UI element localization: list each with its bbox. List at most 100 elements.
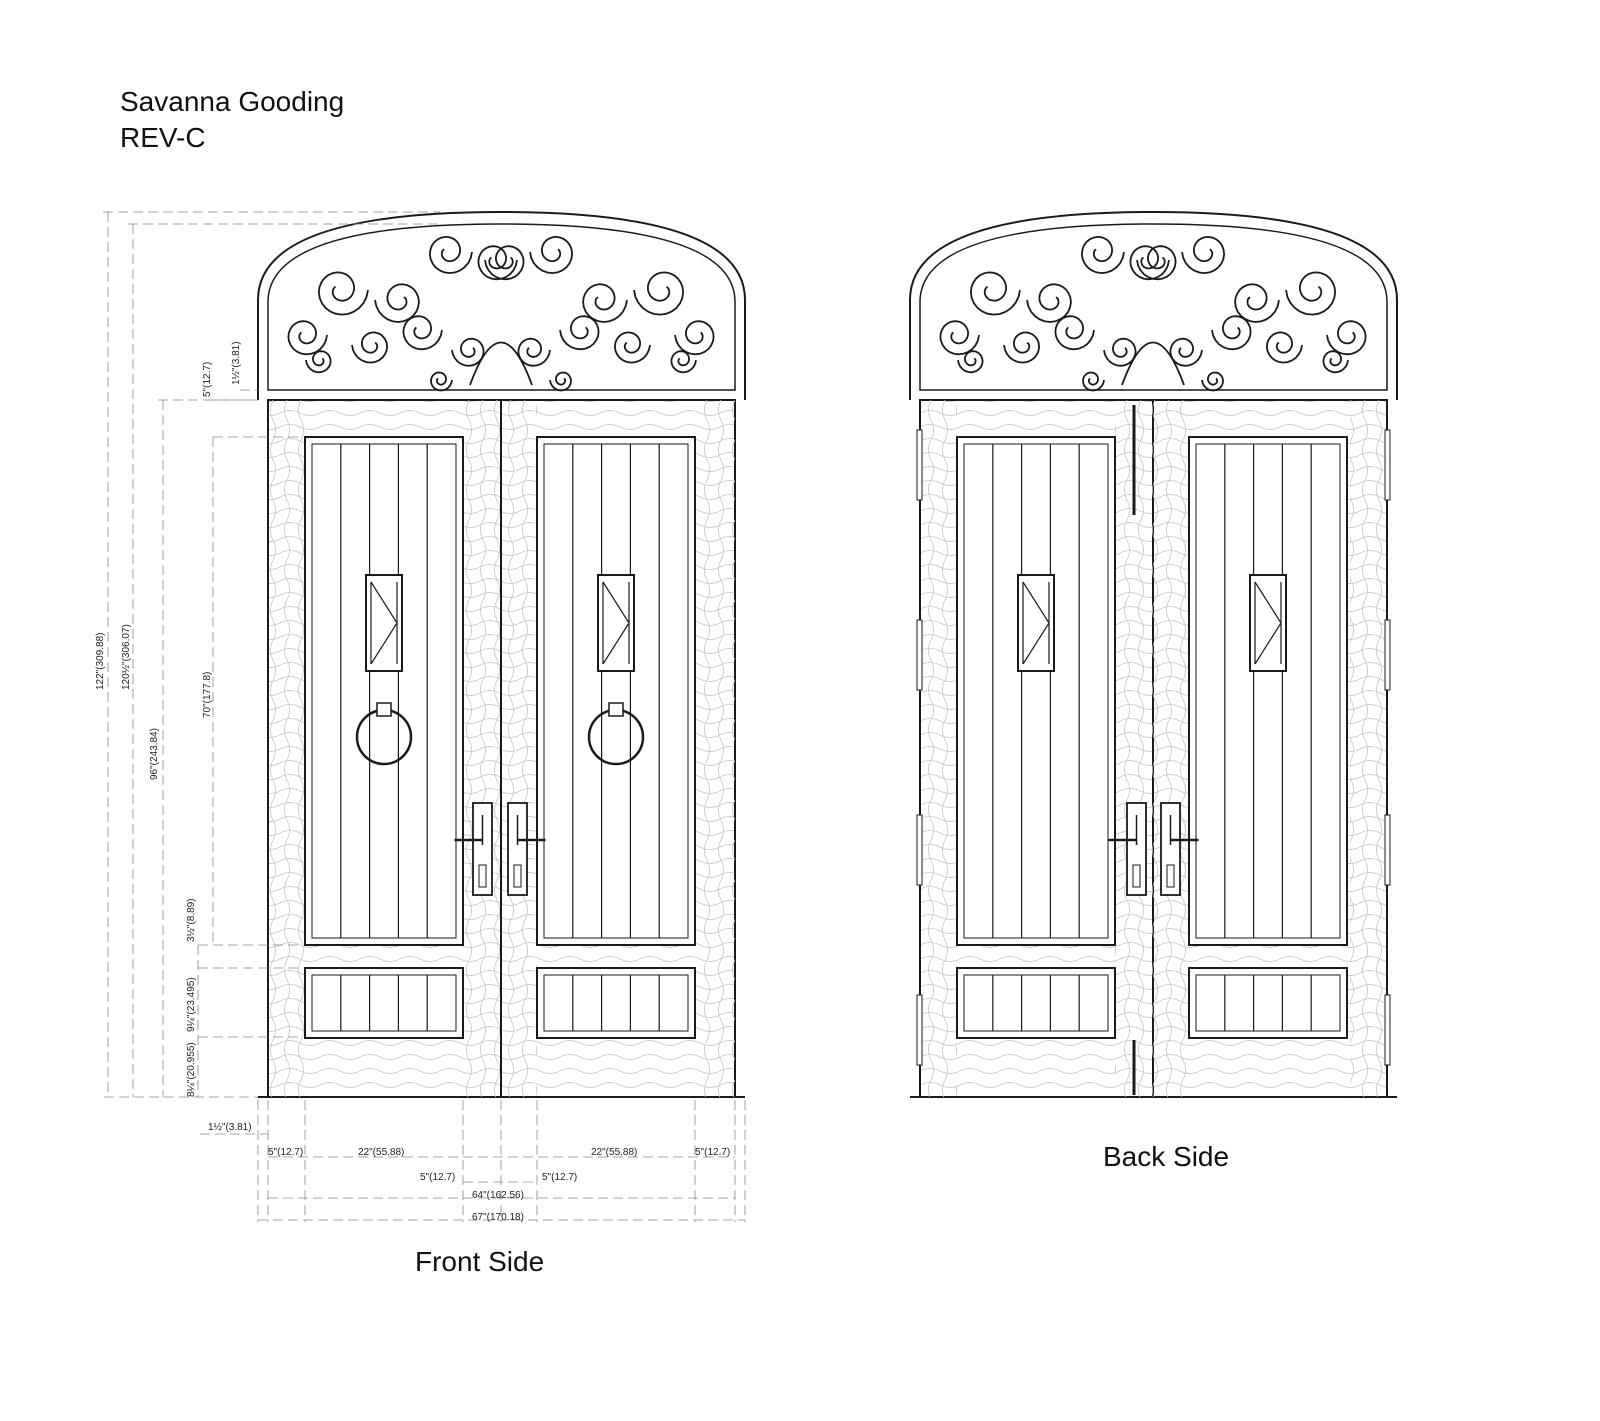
dim-right-center-stile: 5"(12.7) bbox=[542, 1172, 577, 1183]
revision-label: REV-C bbox=[120, 122, 206, 153]
scroll-spiral bbox=[451, 337, 485, 367]
upper-panel bbox=[304, 436, 464, 946]
scroll-spiral bbox=[549, 371, 572, 392]
scroll-spiral bbox=[582, 283, 628, 323]
scroll-spiral bbox=[374, 283, 420, 323]
lower-panel-inset bbox=[963, 974, 1109, 1032]
transom-frame bbox=[919, 223, 1388, 391]
hinge bbox=[1384, 814, 1391, 886]
scroll-spiral bbox=[1136, 245, 1177, 281]
lower-panel bbox=[956, 967, 1116, 1039]
stile bbox=[1115, 400, 1189, 1097]
back-side-caption: Back Side bbox=[1103, 1141, 1229, 1172]
stile bbox=[920, 400, 957, 1097]
scroll-spiral bbox=[1285, 271, 1337, 316]
hinge bbox=[916, 814, 923, 886]
keyhole bbox=[1166, 864, 1175, 888]
speakeasy-grille bbox=[1249, 574, 1287, 672]
dim-left-stile: 5"(12.7) bbox=[268, 1147, 303, 1158]
scroll-spiral bbox=[402, 315, 443, 351]
knocker-mount bbox=[376, 702, 392, 717]
dim-overall-height: 122"(309.88) bbox=[95, 633, 106, 690]
stile bbox=[698, 400, 735, 1097]
scroll-spiral bbox=[957, 350, 984, 374]
scroll-spiral bbox=[430, 371, 453, 392]
handle-plate bbox=[472, 802, 493, 896]
grille-bars bbox=[1022, 581, 1050, 665]
lower-panel-inset bbox=[311, 974, 457, 1032]
scroll-center bbox=[469, 341, 533, 386]
hinge bbox=[1384, 994, 1391, 1066]
lower-panel bbox=[304, 967, 464, 1039]
lower-panel bbox=[1188, 967, 1348, 1039]
dim-frame-width: 1½"(3.81) bbox=[208, 1122, 252, 1133]
scroll-spiral bbox=[305, 350, 332, 374]
scroll-spiral bbox=[317, 271, 369, 316]
scroll-spiral bbox=[529, 235, 574, 275]
scroll-spiral bbox=[1080, 235, 1125, 275]
lower-panel-inset bbox=[1195, 974, 1341, 1032]
dim-door-height: 96"(243.84) bbox=[149, 728, 160, 780]
scroll-spiral bbox=[1103, 337, 1137, 367]
scroll-spiral bbox=[1201, 371, 1224, 392]
hinge bbox=[1384, 619, 1391, 691]
scroll-spiral bbox=[517, 337, 551, 367]
hinge bbox=[916, 429, 923, 501]
hinge bbox=[916, 994, 923, 1066]
speakeasy-grille bbox=[1017, 574, 1055, 672]
dim-top-rail: 5"(12.7) bbox=[202, 362, 213, 397]
scroll-spiral bbox=[1026, 283, 1072, 323]
client-name: Savanna Gooding bbox=[120, 86, 345, 117]
scroll-spiral bbox=[1054, 315, 1095, 351]
hinge bbox=[1384, 429, 1391, 501]
dim-mid-gap: 3½"(8.89) bbox=[186, 898, 197, 942]
scroll-spiral bbox=[969, 271, 1021, 316]
knocker-mount bbox=[608, 702, 624, 717]
upper-panel bbox=[536, 436, 696, 946]
hinge bbox=[916, 619, 923, 691]
upper-panel-inset bbox=[1195, 443, 1341, 939]
dim-overall-width: 67"(170.18) bbox=[472, 1212, 524, 1223]
grille-bars bbox=[1254, 581, 1282, 665]
front-side-caption: Front Side bbox=[415, 1246, 544, 1277]
grille-bars bbox=[370, 581, 398, 665]
dim-bottom-rail: 8¼"(20.955) bbox=[185, 1042, 197, 1097]
scroll-spiral bbox=[428, 235, 473, 275]
scroll-spiral bbox=[1003, 331, 1041, 364]
handle-plate bbox=[1126, 802, 1147, 896]
upper-panel bbox=[1188, 436, 1348, 946]
dim-arch-height: 120½"(306.07) bbox=[121, 624, 132, 690]
scroll-spiral bbox=[613, 331, 651, 364]
stile bbox=[268, 400, 305, 1097]
speakeasy-grille bbox=[365, 574, 403, 672]
scroll-spiral bbox=[1234, 283, 1280, 323]
scroll-spiral bbox=[670, 350, 697, 374]
dim-door-width: 64"(162.56) bbox=[472, 1190, 524, 1201]
dim-transom-frame: 1½"(3.81) bbox=[231, 341, 242, 385]
scroll-spiral bbox=[1169, 337, 1203, 367]
upper-panel-inset bbox=[963, 443, 1109, 939]
arch-frame bbox=[257, 210, 746, 400]
handle-plate bbox=[507, 802, 528, 896]
keyhole bbox=[1132, 864, 1141, 888]
dim-lower-panel: 9¼"(23.495) bbox=[185, 977, 197, 1032]
dimension-lines bbox=[103, 211, 746, 1222]
grille-bars bbox=[602, 581, 630, 665]
arch-frame bbox=[909, 210, 1398, 400]
transom-frame bbox=[267, 223, 736, 391]
scroll-spiral bbox=[939, 320, 980, 356]
scroll-spiral bbox=[351, 331, 389, 364]
scroll-center bbox=[1121, 341, 1185, 386]
keyhole bbox=[478, 864, 487, 888]
scroll-spiral bbox=[1082, 371, 1105, 392]
scroll-spiral bbox=[674, 320, 715, 356]
scroll-spiral bbox=[1181, 235, 1226, 275]
lower-panel bbox=[536, 967, 696, 1039]
scroll-spiral bbox=[484, 245, 525, 281]
upper-panel-inset bbox=[543, 443, 689, 939]
back-side-view bbox=[909, 210, 1398, 1098]
handle-plate bbox=[1160, 802, 1181, 896]
scroll-spiral bbox=[1322, 350, 1349, 374]
scroll-spiral bbox=[287, 320, 328, 356]
